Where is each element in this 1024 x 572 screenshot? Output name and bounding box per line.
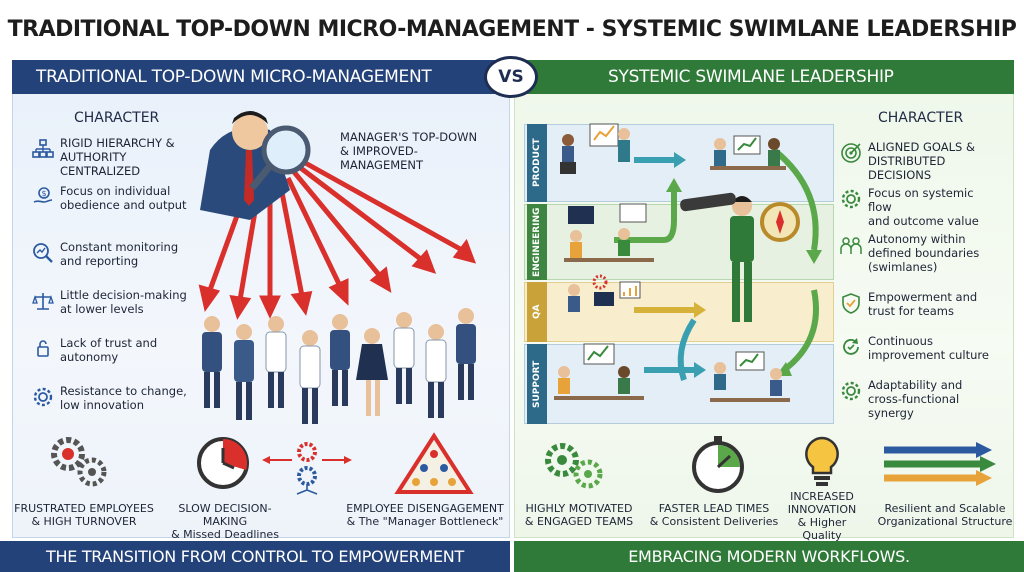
decision-flow-icon: [262, 442, 352, 495]
left-outcome-frustrated: FRUSTRATED EMPLOYEES & HIGH TURNOVER: [14, 502, 154, 528]
right-character-heading: CHARACTER: [878, 110, 964, 126]
right-item-adaptability: Adaptability and cross-functional synerg…: [840, 378, 998, 420]
svg-text:$: $: [41, 189, 46, 198]
flow-gear-icon: [841, 189, 861, 209]
employee-crowd: [202, 308, 476, 424]
leader-figure: [680, 192, 800, 322]
right-outcome-innovation: INCREASED INNOVATION & Higher Quality: [787, 490, 857, 542]
flow-arrows: [614, 147, 822, 381]
left-item-trust: Lack of trust and autonomy: [32, 336, 210, 364]
right-footer: EMBRACING MODERN WORKFLOWS.: [514, 541, 1024, 572]
cycle-icon: [843, 338, 859, 355]
engineering-team: [564, 203, 654, 262]
right-item-empowerment: Empowerment and trust for teams: [840, 290, 998, 318]
left-footer: THE TRANSITION FROM CONTROL TO EMPOWERME…: [0, 541, 510, 572]
right-outcome-motivated: HIGHLY MOTIVATED & ENGAGED TEAMS: [524, 502, 634, 528]
left-character-heading: CHARACTER: [74, 110, 160, 126]
micromanager-illustration: [198, 111, 477, 424]
qa-team: [568, 274, 641, 312]
left-item-decision: Little decision-making at lower levels: [32, 288, 210, 316]
left-item-hierarchy: RIGID HIERARCHY & AUTHORITY CENTRALIZED: [32, 136, 210, 178]
adapt-gear-icon: [841, 381, 861, 401]
left-item-resistance: Resistance to change, low innovation: [32, 384, 210, 412]
right-outcome-resilient: Resilient and Scalable Organizational St…: [877, 502, 1013, 528]
right-outcome-lead-times: FASTER LEAD TIMES & Consistent Deliverie…: [649, 502, 779, 528]
right-item-improvement: Continuous improvement culture: [840, 334, 998, 362]
left-item-monitoring: Constant monitoring and reporting: [32, 240, 210, 268]
people-icon: [840, 237, 862, 254]
swimlane-illustration: [554, 123, 822, 402]
monitoring-icon: [33, 243, 53, 263]
page-title: TRADITIONAL TOP-DOWN MICRO-MANAGEMENT - …: [7, 16, 1017, 42]
left-outcome-slow: SLOW DECISION-MAKING & Missed Deadlines: [171, 502, 279, 541]
manager-figure: [200, 111, 311, 220]
broken-gears-icon: [51, 437, 107, 487]
hierarchy-icon: [32, 139, 54, 158]
target-icon: [841, 143, 861, 163]
support-team: [554, 343, 790, 402]
left-outcome-disengagement: EMPLOYEE DISENGAGEMENT & The "Manager Bo…: [346, 502, 504, 528]
manager-callout: MANAGER'S TOP-DOWN & IMPROVED-MANAGEMENT: [340, 130, 478, 172]
left-banner: TRADITIONAL TOP-DOWN MICRO-MANAGEMENT: [12, 60, 510, 94]
right-item-aligned: ALIGNED GOALS & DISTRIBUTED DECISIONS: [840, 140, 998, 182]
red-arrows: [198, 157, 477, 320]
stopwatch-icon: [692, 436, 744, 493]
left-item-obedience: $ Focus on individual obedience and outp…: [32, 184, 210, 212]
pyramid-icon: [394, 432, 474, 494]
right-item-autonomy: Autonomy within defined boundaries (swim…: [840, 232, 998, 274]
green-gears-icon: [545, 443, 603, 489]
gear-icon: [33, 387, 53, 407]
clock-icon: [197, 437, 249, 489]
arrows-icon: [884, 442, 996, 486]
dollar-hand-icon: $: [33, 187, 53, 203]
lightbulb-icon: [805, 436, 839, 486]
right-item-flow: Focus on systemic flow and outcome value: [840, 186, 998, 228]
product-team: [560, 123, 786, 174]
scales-icon: [32, 293, 54, 310]
shield-check-icon: [842, 293, 860, 314]
right-banner: SYSTEMIC SWIMLANE LEADERSHIP: [514, 60, 1014, 94]
handshake-icon: [37, 340, 49, 357]
vs-badge: VS: [484, 56, 538, 98]
